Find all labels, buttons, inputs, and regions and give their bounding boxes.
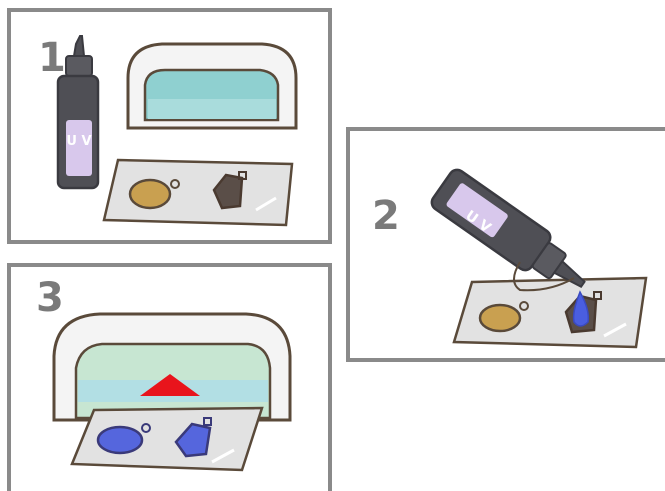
step-number-2: 2 [372, 193, 400, 239]
silicone-mat-icon [70, 406, 264, 472]
bottle-mold-icon [212, 171, 247, 210]
uv-resin-bottle-pouring-icon [430, 168, 586, 288]
bottle-mold-icon [564, 290, 602, 334]
oval-mold-icon [478, 301, 529, 333]
uv-lamp-icon [126, 42, 298, 130]
oval-mold-cured-icon [96, 423, 151, 455]
uv-light-indicator-icon [140, 374, 200, 396]
bottle-mold-cured-icon [174, 417, 212, 458]
step-number-1: 1 [38, 35, 66, 81]
step-number-3: 3 [36, 275, 64, 321]
oval-mold-icon [128, 178, 180, 210]
bottle-label-upright: U V [66, 134, 91, 149]
uv-lamp-icon [52, 312, 292, 422]
uv-resin-bottle-icon [56, 35, 100, 190]
